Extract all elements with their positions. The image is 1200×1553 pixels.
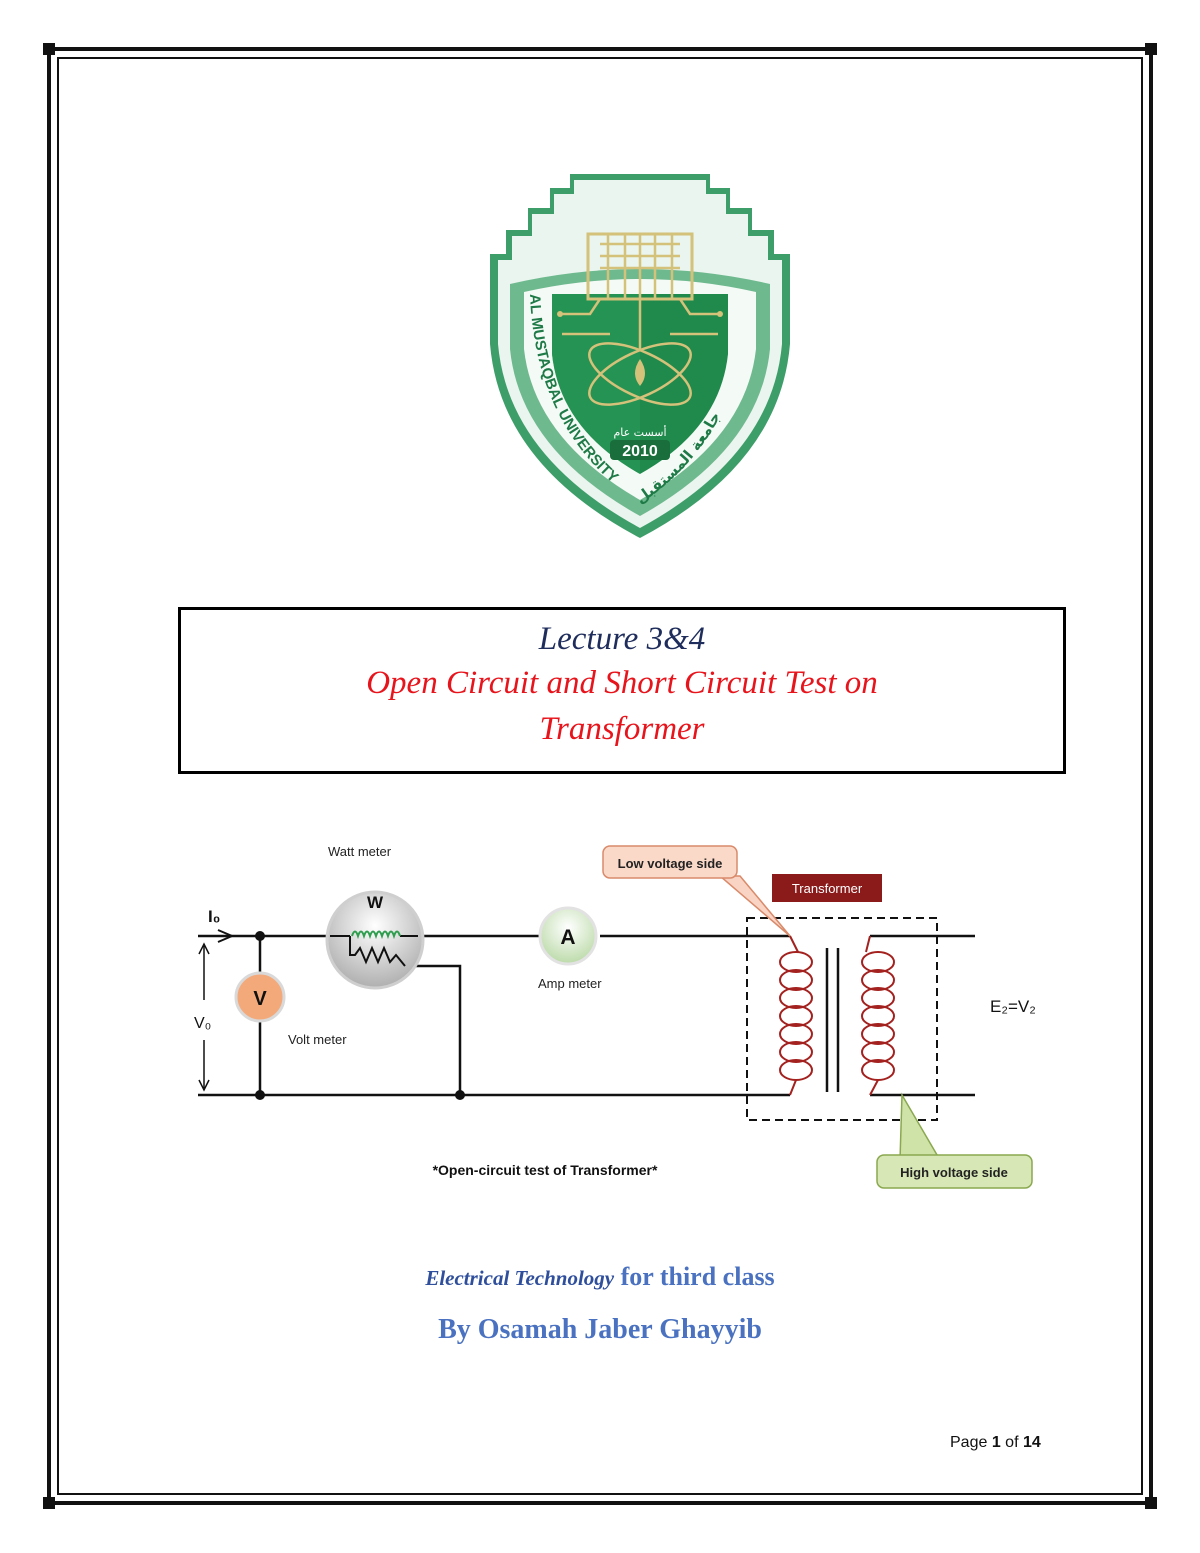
- svg-text:High voltage side: High voltage side: [900, 1165, 1008, 1180]
- output-label: E₂=V₂: [990, 997, 1036, 1016]
- border-corner: [43, 1497, 55, 1509]
- svg-text:Transformer: Transformer: [792, 881, 863, 896]
- page-border-outer: [47, 47, 1153, 1505]
- volt-meter-label: Volt meter: [288, 1032, 347, 1047]
- course-line: Electrical Technology for third class: [0, 1262, 1200, 1292]
- page-number: Page 1 of 14: [950, 1434, 1041, 1451]
- current-coil: [351, 930, 401, 940]
- current-label: I₀: [208, 907, 220, 926]
- title-box: Lecture 3&4 Open Circuit and Short Circu…: [178, 607, 1066, 774]
- border-corner: [1145, 43, 1157, 55]
- low-voltage-callout: [602, 845, 738, 879]
- svg-text:Low voltage side: Low voltage side: [618, 856, 723, 871]
- amp-symbol: A: [560, 926, 575, 949]
- secondary-winding: [861, 935, 895, 1096]
- high-voltage-callout: [876, 1154, 1033, 1189]
- author-line: By Osamah Jaber Ghayyib: [438, 1314, 762, 1345]
- watt-symbol: W: [367, 893, 384, 912]
- amp-meter-label: Amp meter: [538, 976, 602, 991]
- subtitle-line-1: Open Circuit and Short Circuit Test on: [366, 665, 878, 701]
- svg-text:أسست عام: أسست عام: [613, 425, 666, 439]
- pressure-coil: [349, 936, 406, 967]
- course-class: for third class: [614, 1262, 775, 1291]
- border-corner: [1145, 1497, 1157, 1509]
- subtitle-line-2: Transformer: [539, 711, 705, 747]
- volt-symbol: V: [253, 988, 267, 1010]
- amp-meter: [538, 906, 598, 966]
- university-logo: أسست عام 2010 AL MUSTAQBAL UNIVERSITY جا…: [490, 174, 790, 538]
- lecture-title: Lecture 3&4: [538, 621, 706, 657]
- watt-meter-label: Watt meter: [328, 844, 392, 859]
- transformer-box: [746, 917, 938, 1121]
- svg-text:2010: 2010: [622, 443, 658, 460]
- border-corner: [43, 43, 55, 55]
- course-name: Electrical Technology: [425, 1266, 615, 1290]
- voltage-label: V₀: [194, 1015, 211, 1032]
- transformer-tag: [772, 874, 882, 902]
- watt-meter: [325, 890, 425, 990]
- open-circuit-diagram: I₀ V₀ V Volt meter Watt meter W A Amp me…: [194, 844, 1036, 1189]
- volt-meter: [234, 971, 286, 1023]
- diagram-caption: *Open-circuit test of Transformer*: [433, 1162, 658, 1178]
- primary-winding: [779, 935, 813, 1096]
- page-border-inner: [57, 57, 1143, 1495]
